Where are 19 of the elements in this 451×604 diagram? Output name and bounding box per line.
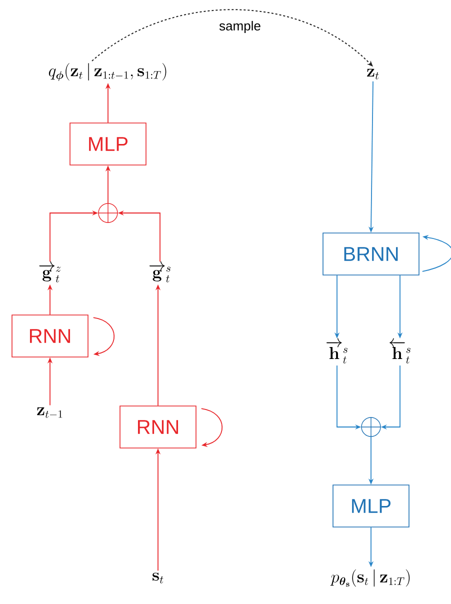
sum-circle	[360, 416, 382, 438]
math-label: $\overrightarrow{\mathbf{h}}_t^{s}$	[326, 338, 348, 364]
network-box: MLP	[70, 122, 146, 166]
sum-circle	[98, 202, 118, 224]
math-label: $\mathbf{s}_t$	[152, 572, 164, 584]
network-box: BRNN	[322, 232, 420, 276]
math-label: $q_{\boldsymbol{\phi}}(\mathbf{z}_t\,|\,\mathbf{z}_{1:t-1},\mathbf{s}_{1:T})$	[48, 63, 166, 81]
network-box: RNN	[120, 406, 196, 448]
math-label: $\overrightarrow{\mathbf{g}}_t^{s}$	[150, 261, 170, 282]
math-label: $\overrightarrow{\mathbf{g}}_t^{z}$	[39, 261, 61, 282]
math-label: $\overleftarrow{\mathbf{h}}_t^{s}$	[390, 338, 410, 364]
math-label: $\mathbf{z}_{t-1}$	[37, 407, 62, 418]
network-box: MLP	[332, 484, 410, 528]
edge-label: sample	[218, 20, 262, 34]
math-label: $p_{\boldsymbol{\theta}_{\mathbf{s}}}(\mathbf{s}_t\,|\,\mathbf{z}_{1:T})$	[330, 569, 410, 587]
network-box: RNN	[12, 314, 88, 358]
arrow	[92, 317, 115, 356]
math-label: $\mathbf{z}_t$	[366, 68, 379, 80]
arrow	[200, 408, 223, 447]
